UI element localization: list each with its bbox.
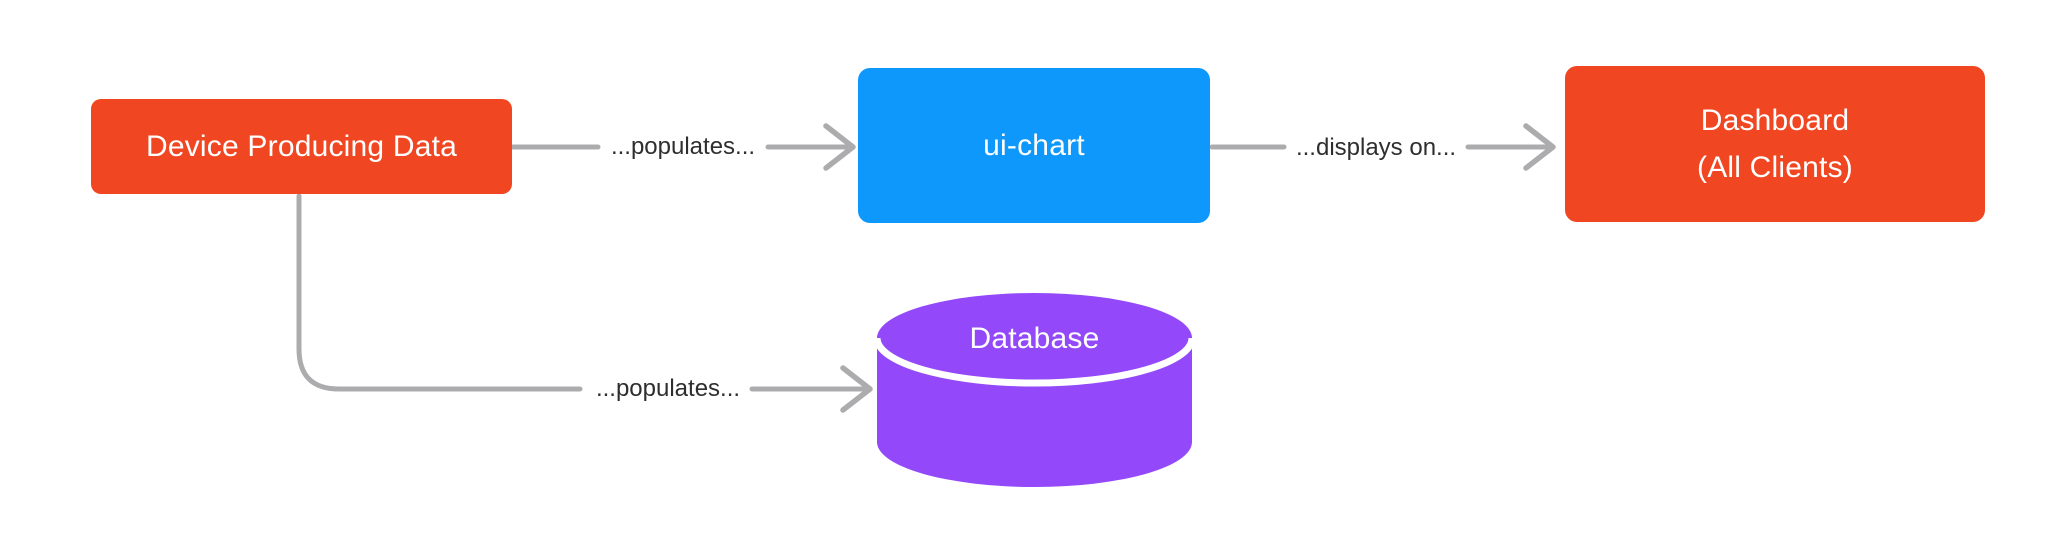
node-database-label: Database — [877, 296, 1192, 382]
edge-label-populates-top: ...populates... — [610, 133, 756, 160]
node-label-line1: Dashboard — [1700, 104, 1850, 137]
cylinder-top — [877, 293, 1192, 383]
node-dashboard: Dashboard (All Clients) — [1565, 66, 1985, 222]
edge-ui-chart-to-dashboard — [1209, 123, 1556, 171]
node-label: ui-chart — [983, 128, 1085, 162]
edge-device-to-database — [296, 193, 873, 413]
node-label-line2: (All Clients) — [1697, 151, 1853, 184]
edge-label-populates-bottom: ...populates... — [595, 375, 741, 402]
cylinder-body — [877, 338, 1192, 488]
arrowhead-icon — [823, 123, 856, 171]
edge-device-to-ui-chart — [509, 123, 856, 171]
arrowhead-icon — [840, 365, 873, 413]
cylinder-divider — [873, 337, 1196, 387]
edge-segment — [296, 193, 583, 392]
node-label: Database — [969, 322, 1100, 355]
arrowhead-icon — [1523, 123, 1556, 171]
edge-label-displays-on: ...displays on... — [1295, 134, 1457, 161]
node-database-cylinder — [873, 293, 1196, 488]
node-device-producing-data: Device Producing Data — [91, 99, 512, 194]
node-ui-chart: ui-chart — [858, 68, 1210, 223]
node-label: Device Producing Data — [145, 129, 458, 163]
